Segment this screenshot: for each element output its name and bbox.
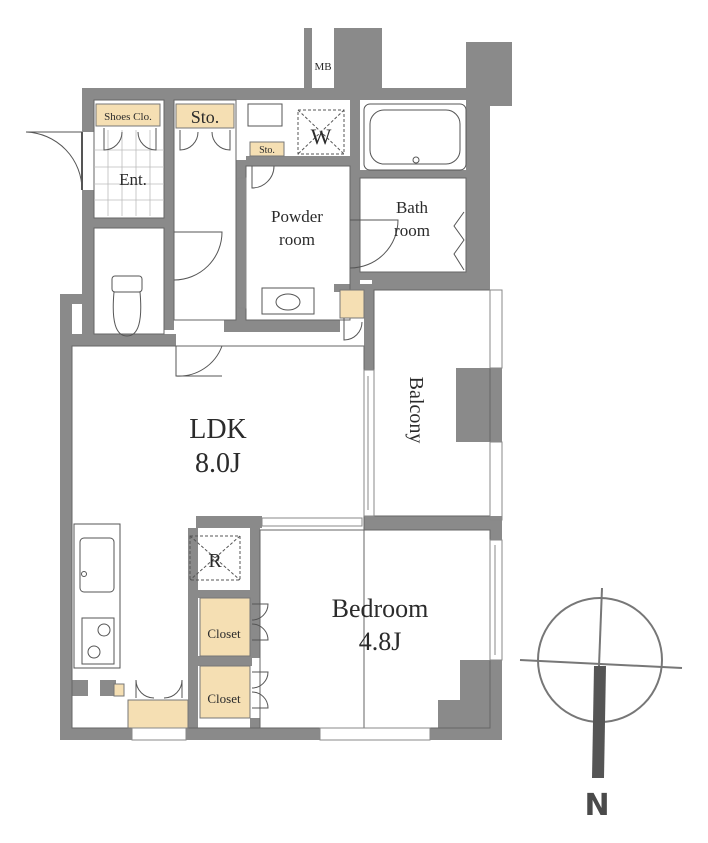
doors <box>25 128 465 709</box>
labels: MB Shoes Clo. Sto. Sto. W Ent. Powder ro… <box>104 61 430 706</box>
refrigerator-icon <box>189 535 241 581</box>
bedroom-size: 4.8J <box>359 627 402 656</box>
closet-2-label: Closet <box>207 691 241 706</box>
sink-icon <box>261 287 315 315</box>
washer-label: W <box>311 124 332 149</box>
shoes-closet-label: Shoes Clo. <box>104 111 152 123</box>
closet-2-box <box>199 665 251 719</box>
windows <box>131 177 503 741</box>
powder-label-2: room <box>279 230 315 249</box>
balcony-label: Balcony <box>405 377 427 444</box>
storage-fills <box>95 103 365 729</box>
kitchen-sink-icon <box>79 537 115 593</box>
closet-1-label: Closet <box>207 626 241 641</box>
powder-label-1: Powder <box>271 207 323 226</box>
toilet-icon <box>111 275 143 293</box>
compass: N <box>519 587 683 823</box>
bath-label-2: room <box>394 221 430 240</box>
kitchen-counter <box>73 523 121 669</box>
stove-icon <box>81 617 115 665</box>
fixtures <box>73 103 467 669</box>
balcony-unit-box <box>339 289 365 319</box>
mb-label: MB <box>314 61 331 73</box>
bedroom-name: Bedroom <box>332 594 429 623</box>
walls <box>60 28 512 740</box>
storage-small-label: Sto. <box>259 145 275 156</box>
closet-1-box <box>199 597 251 657</box>
storage-main-label: Sto. <box>191 107 220 127</box>
bathtub-icon <box>363 103 467 171</box>
washer-icon <box>297 109 345 155</box>
storage-main-box <box>175 103 235 129</box>
shoes-closet-box <box>95 103 161 127</box>
ldk-name: LDK <box>189 414 247 445</box>
north-label: N <box>584 788 609 823</box>
kitchen-storage-box <box>127 699 189 729</box>
north-arrow-icon <box>592 666 606 778</box>
refrigerator-label: R <box>208 550 222 572</box>
bath-label-1: Bath <box>396 198 429 217</box>
entrance-label: Ent. <box>119 170 147 189</box>
storage-small-box <box>249 141 285 157</box>
ldk-size: 8.0J <box>195 448 241 479</box>
